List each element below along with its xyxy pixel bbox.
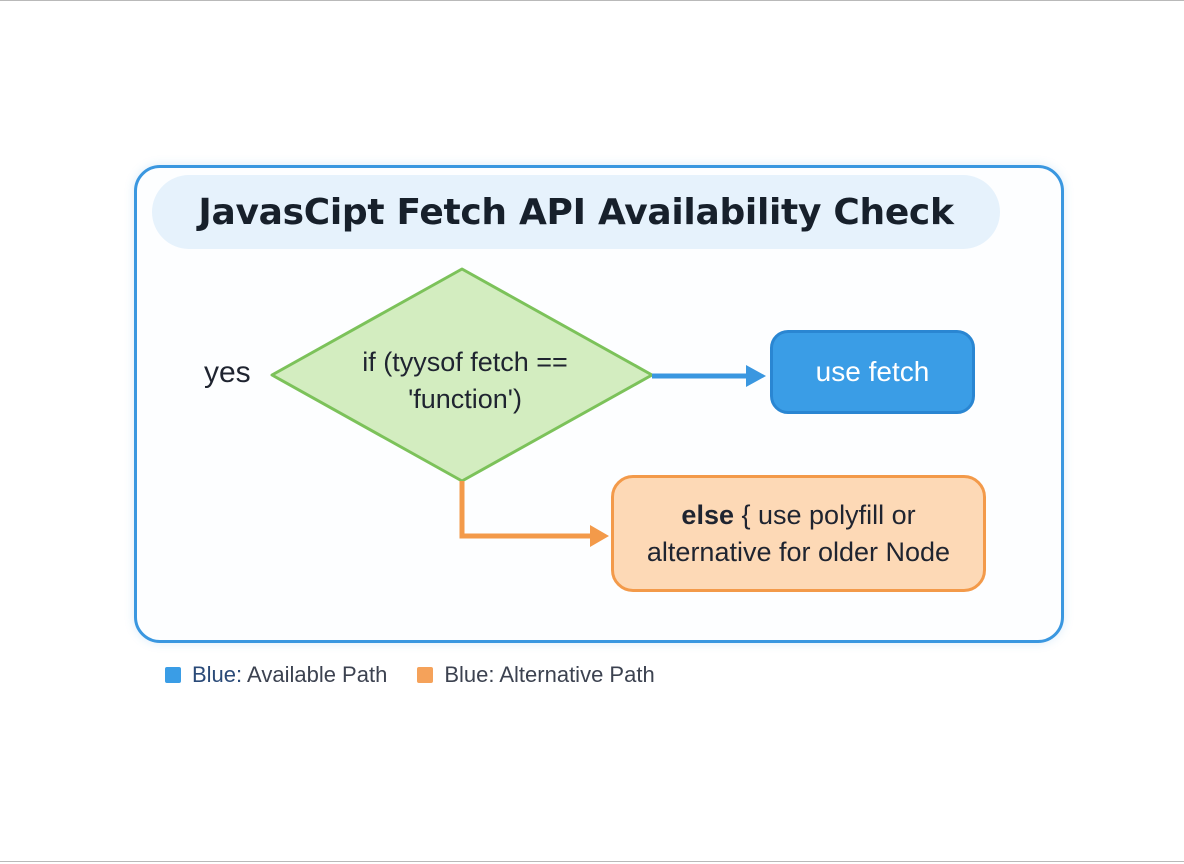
alternative-line-1-rest: { use polyfill or <box>733 499 916 530</box>
decision-condition: if (tyysof fetch == 'function') <box>300 344 630 418</box>
legend-text: Alternative Path <box>494 662 655 687</box>
else-keyword: else <box>681 499 734 530</box>
alternative-path-arrowhead <box>590 525 609 547</box>
available-path-arrowhead <box>746 365 766 387</box>
alternative-path-arrow-line <box>459 481 592 539</box>
legend-prefix: Blue: <box>192 662 243 687</box>
alternative-node: else { use polyfill or alternative for o… <box>611 475 986 592</box>
legend-text: Available Path <box>242 662 388 687</box>
alternative-line-2: alternative for older Node <box>646 536 951 567</box>
page-bottom-border <box>0 861 1184 862</box>
legend: Blue: Available Path Blue: Alternative P… <box>165 660 655 690</box>
yes-label: yes <box>204 356 251 389</box>
use-fetch-node: use fetch <box>770 330 975 414</box>
legend-swatch-orange <box>417 667 434 683</box>
page-top-border <box>0 0 1184 1</box>
legend-swatch-blue <box>165 667 181 683</box>
use-fetch-label: use fetch <box>815 356 930 387</box>
legend-item-alternative: Blue: Alternative Path <box>417 662 655 688</box>
legend-item-available: Blue: Available Path <box>165 662 387 688</box>
legend-prefix: Blue: <box>444 662 495 687</box>
decision-line-1: if (tyysof fetch == <box>362 347 568 377</box>
decision-line-2: 'function') <box>408 384 522 414</box>
diagram-title: JavasCipt Fetch API Availability Check <box>198 191 954 233</box>
alternative-line-1: else { use polyfill or <box>681 497 915 534</box>
title-banner: JavasCipt Fetch API Availability Check <box>152 175 1000 249</box>
